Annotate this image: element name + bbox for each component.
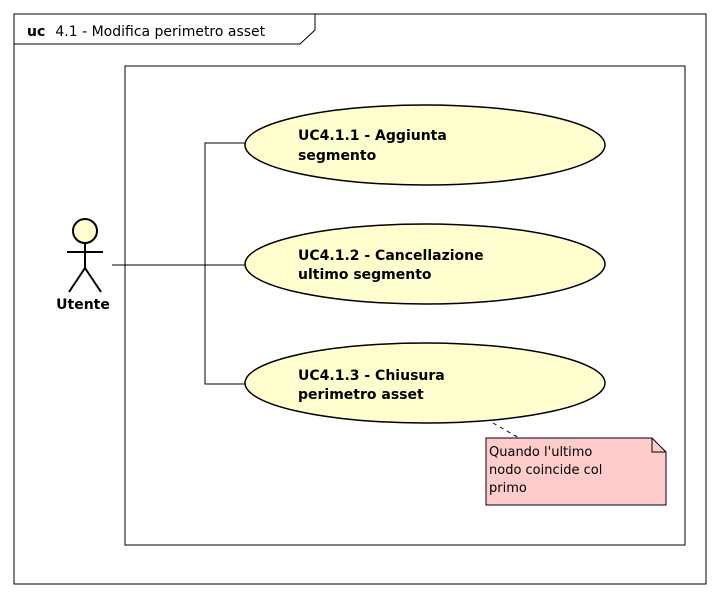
- use-case-label-line1: UC4.1.2 - Cancellazione: [298, 248, 484, 264]
- use-case-label-line2: segmento: [298, 148, 377, 164]
- frame-label-tab: [14, 14, 316, 45]
- note-line2: nodo coincide col: [489, 463, 602, 478]
- system-boundary: [124, 65, 686, 546]
- frame-keyword: uc: [27, 24, 45, 40]
- use-case-label-line2: ultimo segmento: [298, 267, 432, 283]
- note-text: Quando l'ultimo nodo coincide col primo: [489, 445, 606, 496]
- association-uc1-uc3: [204, 142, 246, 385]
- use-case-ellipse: [244, 104, 606, 186]
- use-case-ellipse: [244, 223, 606, 305]
- use-case-ellipse: [244, 342, 606, 424]
- actor-head: [72, 218, 98, 244]
- use-case-label: UC4.1.1 - Aggiunta segmento: [298, 128, 452, 164]
- note: Quando l'ultimo nodo coincide col primo: [485, 437, 667, 506]
- frame-title: uc 4.1 - Modifica perimetro asset: [27, 21, 266, 40]
- diagram-frame: [13, 13, 707, 585]
- note-shape: [485, 437, 667, 506]
- use-case-uc4-1-1[interactable]: UC4.1.1 - Aggiunta segmento: [244, 104, 606, 186]
- actor-utente[interactable]: Utente: [56, 218, 110, 313]
- use-case-uc4-1-2[interactable]: UC4.1.2 - Cancellazione ultimo segmento: [244, 223, 606, 305]
- frame-title-text: 4.1 - Modifica perimetro asset: [55, 24, 265, 40]
- use-case-label-line2: perimetro asset: [298, 387, 424, 403]
- note-connector: [492, 422, 520, 439]
- associations: [112, 142, 246, 385]
- actor-label: Utente: [56, 297, 110, 313]
- note-line3: primo: [489, 481, 527, 496]
- use-case-label: UC4.1.3 - Chiusura perimetro asset: [298, 368, 450, 403]
- note-line1: Quando l'ultimo: [489, 445, 592, 460]
- use-case-label: UC4.1.2 - Cancellazione ultimo segmento: [298, 248, 489, 283]
- use-case-label-line1: UC4.1.3 - Chiusura: [298, 368, 445, 384]
- use-case-label-line1: UC4.1.1 - Aggiunta: [298, 128, 447, 144]
- note-fold: [651, 438, 666, 453]
- use-case-uc4-1-3[interactable]: UC4.1.3 - Chiusura perimetro asset: [244, 342, 606, 424]
- actor-body: [67, 243, 103, 293]
